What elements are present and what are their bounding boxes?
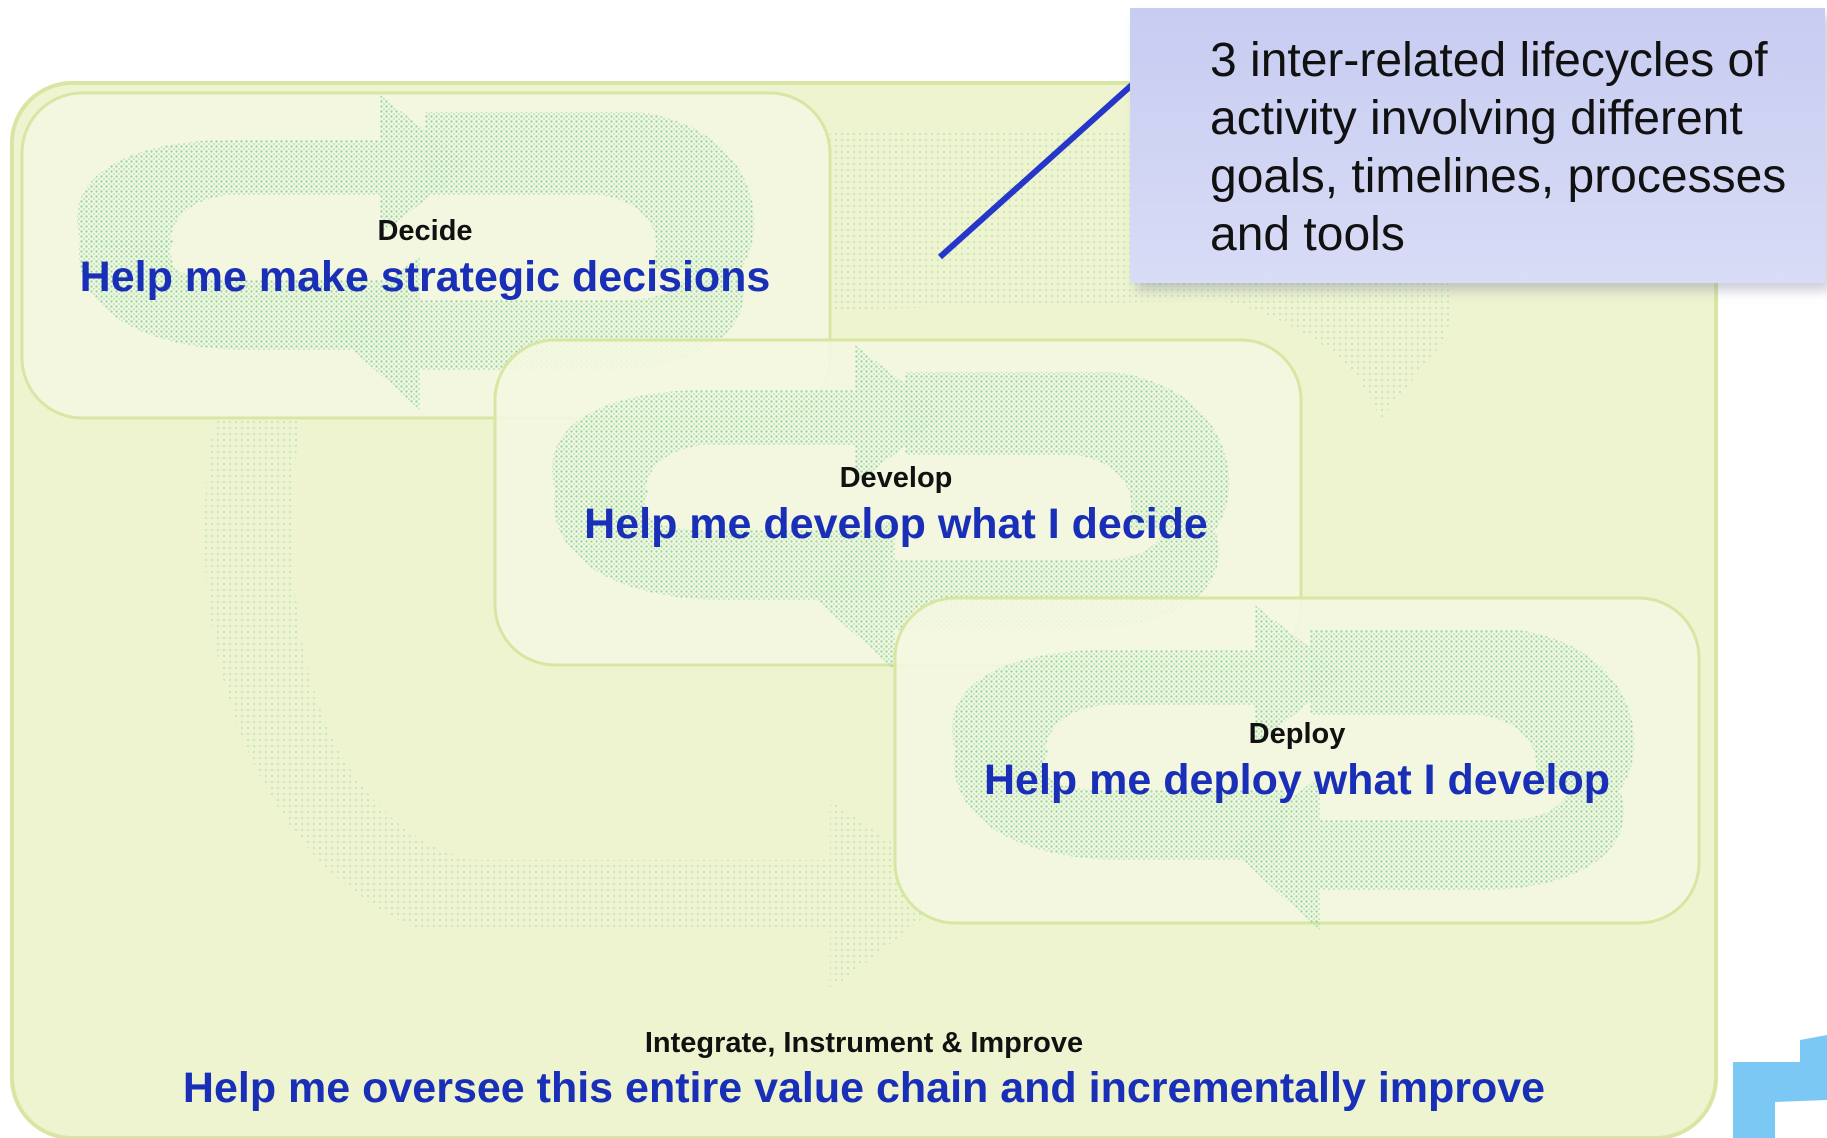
callout-box: 3 inter-related lifecycles of activity i… (1130, 8, 1825, 283)
decide-tagline: Help me make strategic decisions (79, 253, 771, 301)
integrate-tagline: Help me oversee this entire value chain … (182, 1064, 1546, 1112)
callout-pointer-line (937, 63, 1156, 260)
deploy-tagline: Help me deploy what I develop (983, 756, 1611, 804)
develop-label: Develop (839, 462, 953, 494)
develop-tagline: Help me develop what I decide (584, 500, 1208, 548)
callout-text: 3 inter-related lifecycles of activity i… (1210, 34, 1787, 261)
deploy-label: Deploy (1248, 718, 1346, 750)
deploy-cycle-arrow (951, 605, 1635, 930)
corner-decoration (1733, 1035, 1827, 1138)
develop-cycle-arrow (551, 345, 1230, 670)
integrate-label: Integrate, Instrument & Improve (644, 1027, 1084, 1059)
decide-cycle-arrow (76, 95, 755, 410)
decide-label: Decide (377, 215, 473, 247)
